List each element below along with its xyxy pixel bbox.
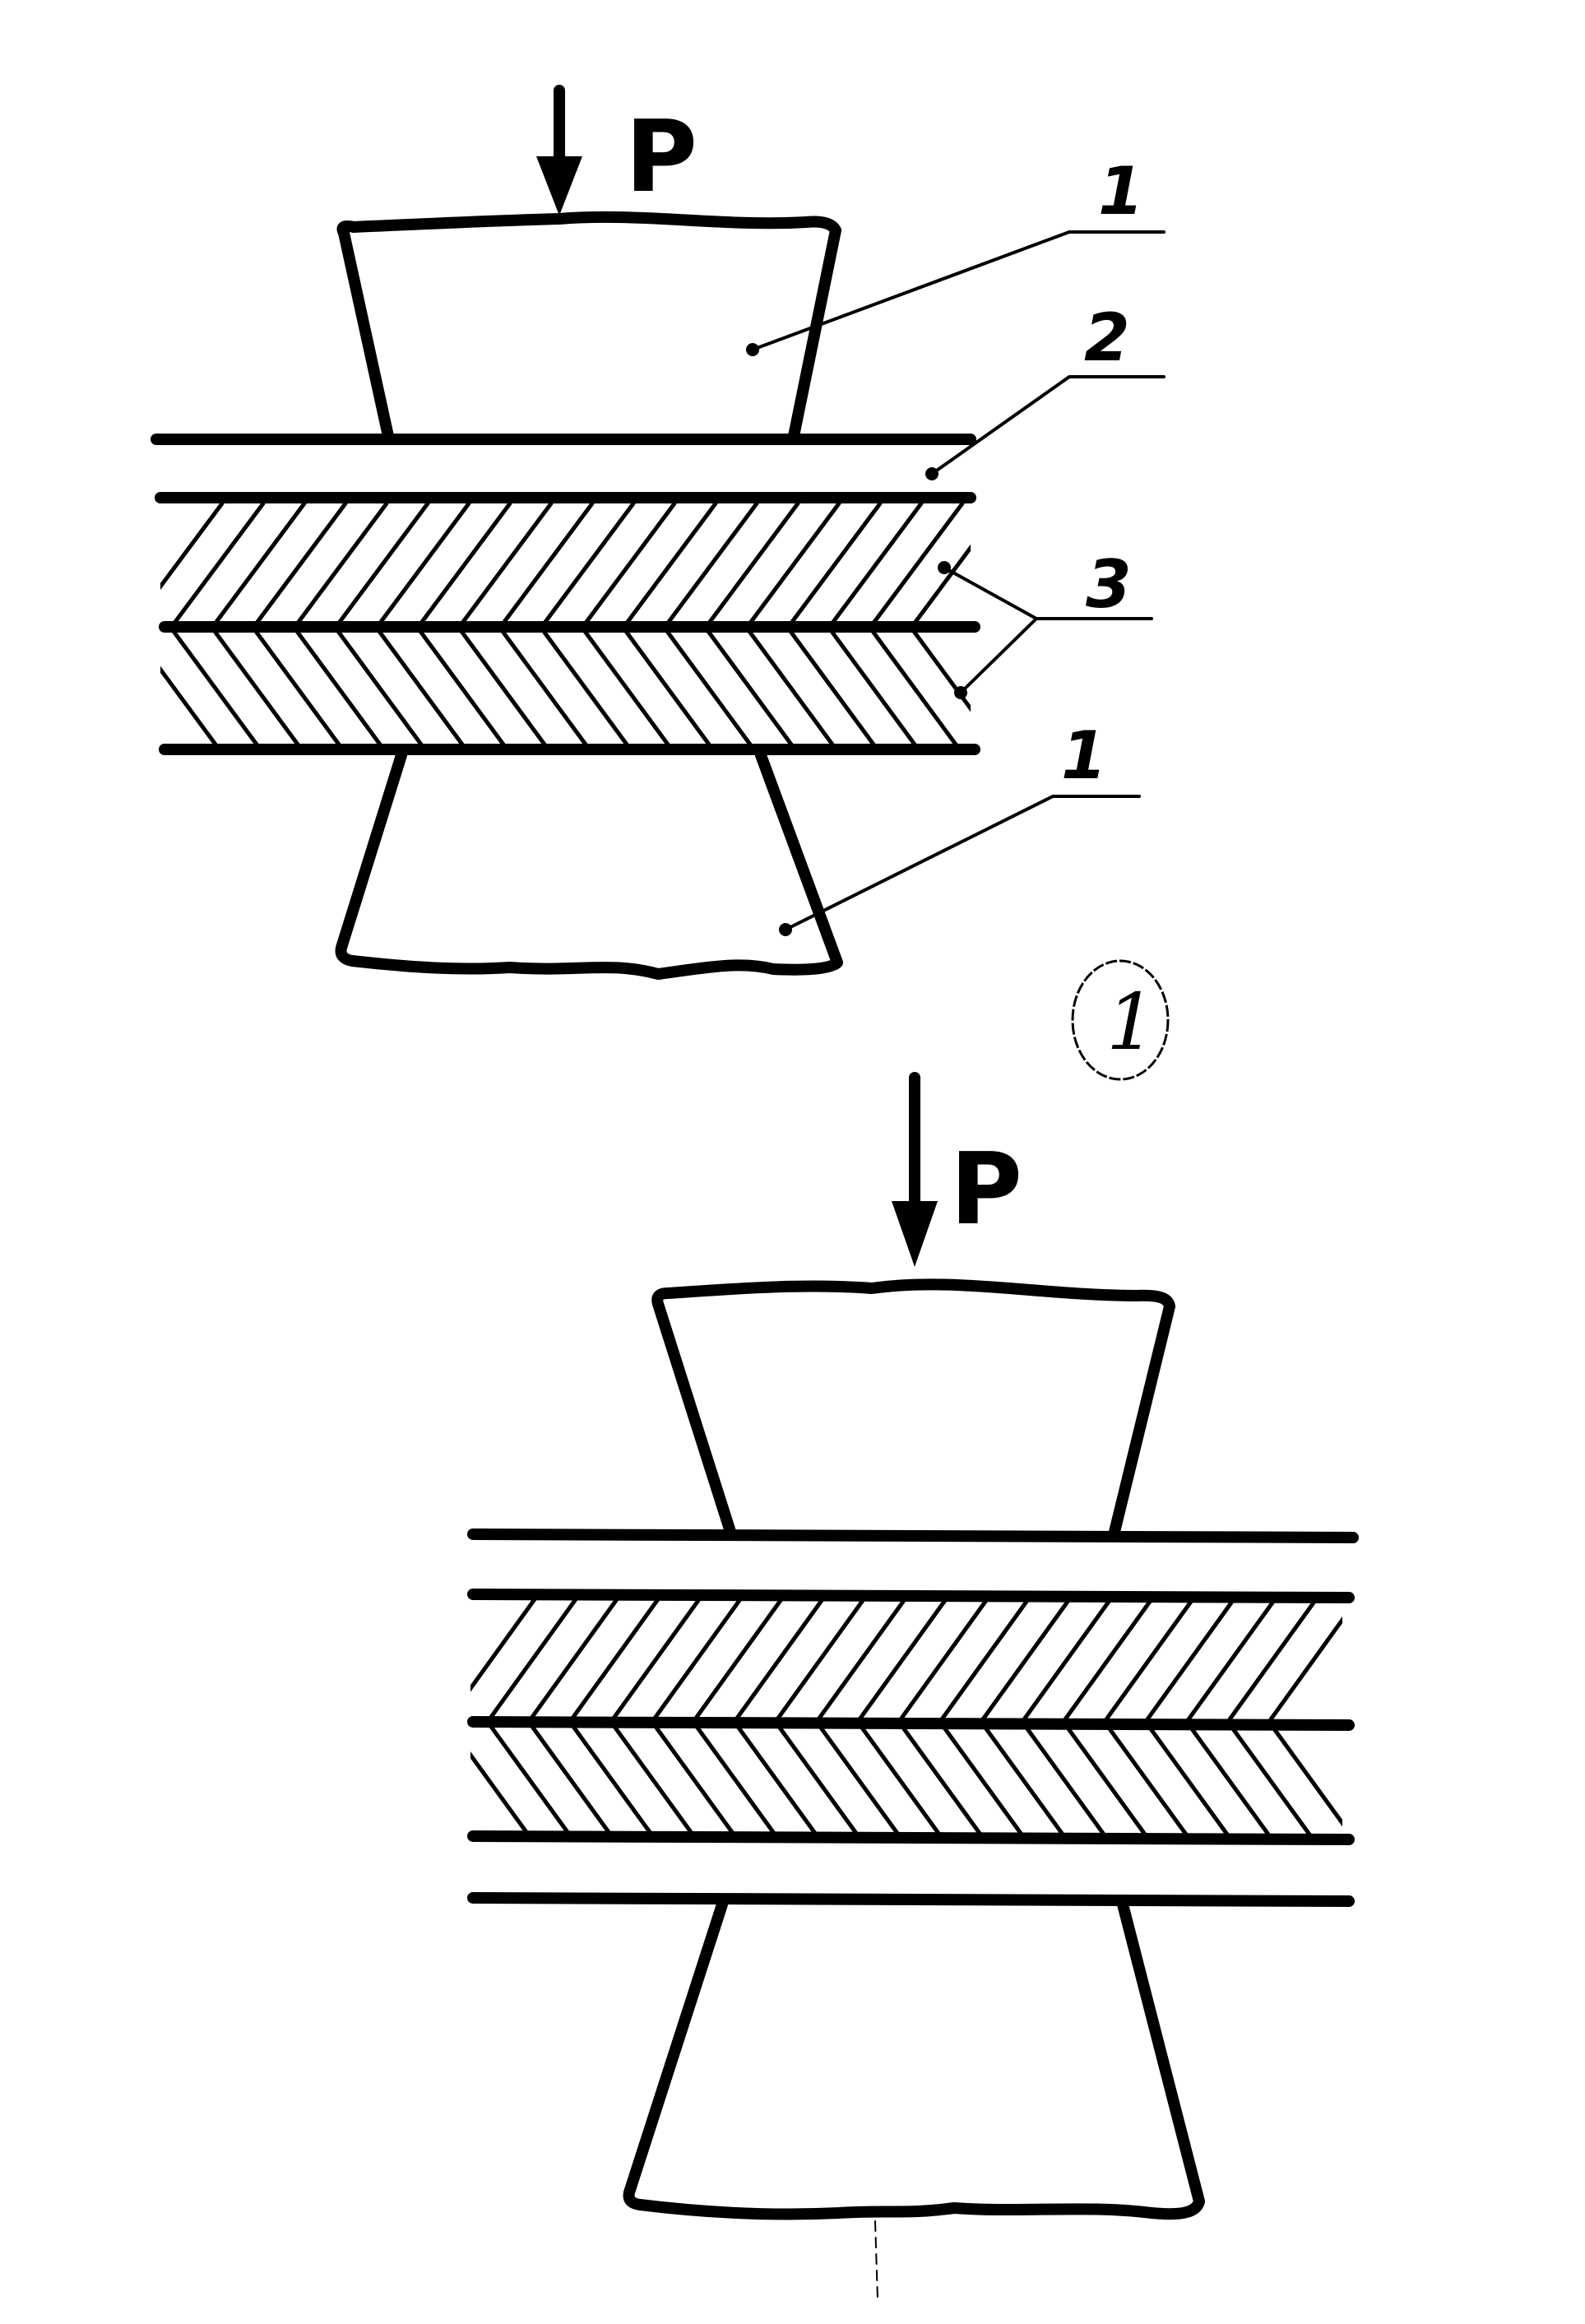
label-outer-sheet: 2 xyxy=(1084,299,1130,376)
top-lower-electrode xyxy=(335,749,843,980)
bottom-force-arrow xyxy=(892,1072,938,1267)
label-composite-layers: 3 xyxy=(1086,546,1132,623)
figure-number-text: 1 xyxy=(1106,977,1156,1068)
top-force-arrow xyxy=(536,85,582,216)
label-electrode-bottom: 1 xyxy=(1061,717,1107,794)
bottom-sheet-5 xyxy=(467,1892,1355,1907)
bottom-hatch-layer-2 xyxy=(470,1724,1342,1838)
bottom-sheet-3 xyxy=(467,1716,1355,1731)
bottom-sheet-2 xyxy=(467,1589,1355,1603)
label-electrode-top: 1 xyxy=(1098,153,1144,230)
top-hatch-layer-1 xyxy=(160,503,971,625)
scan-mark xyxy=(874,2220,878,2300)
bottom-force-label: P xyxy=(950,1133,1022,1247)
bottom-sheet-1 xyxy=(467,1528,1359,1543)
bottom-sheet-4 xyxy=(467,1830,1355,1845)
top-leader-lines xyxy=(746,230,1166,936)
bottom-lower-electrode xyxy=(623,1899,1205,2220)
top-hatch-layer-2 xyxy=(160,630,971,748)
top-diagram: P xyxy=(151,85,1166,980)
bottom-diagram: P xyxy=(467,1072,1359,2300)
top-upper-electrode xyxy=(336,211,841,442)
bottom-upper-electrode xyxy=(651,1278,1175,1538)
figure-number: 1 xyxy=(1071,959,1170,1081)
bottom-hatch-layer-1 xyxy=(470,1599,1342,1719)
top-force-label: P xyxy=(625,100,697,215)
